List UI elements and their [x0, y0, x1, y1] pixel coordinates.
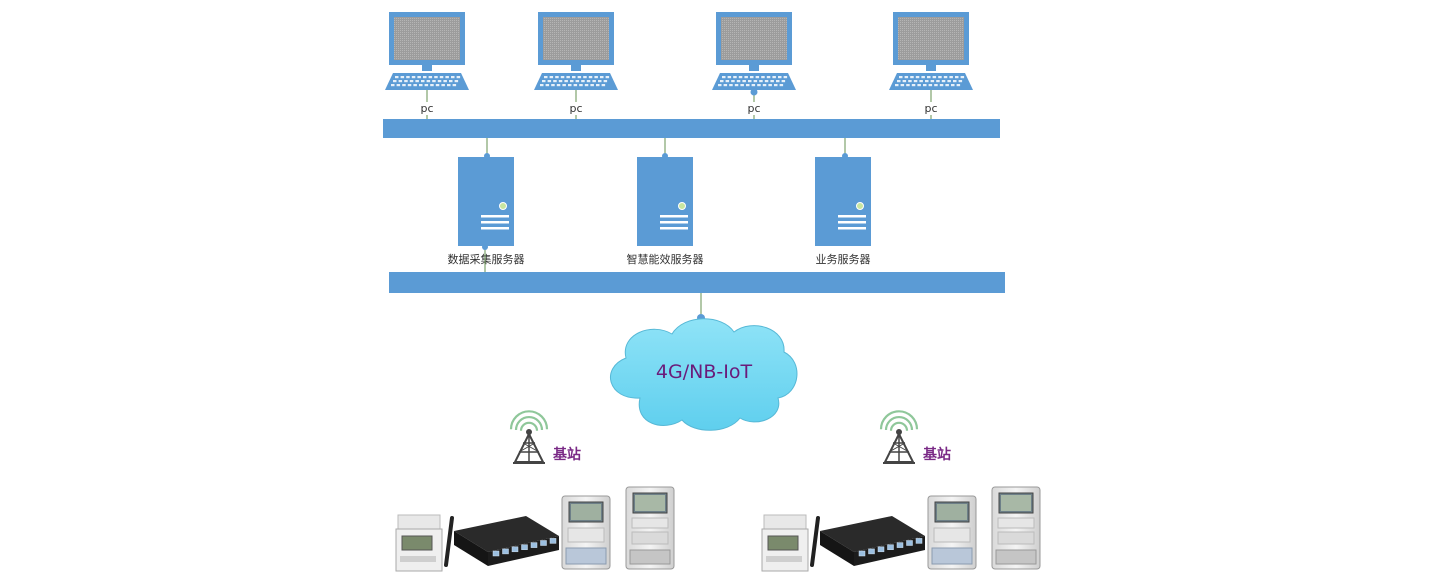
network-label: 4G/NB-IoT — [656, 361, 753, 383]
server-2: 智慧能效服务器 — [627, 157, 704, 266]
cloud-icon: 4G/NB-IoT — [609, 318, 798, 431]
pc-label: pc — [569, 102, 582, 115]
pc-label: pc — [420, 102, 433, 115]
server-icon — [637, 157, 693, 246]
pc-label: pc — [747, 102, 760, 115]
din-rail-meter-icon — [395, 514, 454, 572]
server-icon — [458, 157, 514, 246]
pc-2: pc — [534, 12, 618, 119]
station-label: 基站 — [553, 446, 581, 463]
server-label: 智慧能效服务器 — [627, 252, 704, 266]
device-group-1 — [395, 486, 675, 572]
three-phase-meter-icon — [927, 495, 977, 570]
cell-tower-icon — [879, 410, 919, 464]
pc-3: pc — [712, 12, 796, 119]
server-network-bus — [389, 244, 1005, 293]
concentrator-icon — [454, 516, 559, 566]
station-label: 基站 — [923, 446, 951, 463]
cloud-connector — [697, 293, 705, 322]
pc-4: pc — [889, 12, 973, 119]
server-1: 数据采集服务器 — [448, 157, 525, 266]
server-icon — [815, 157, 871, 246]
pc-network-bus — [383, 119, 1000, 138]
base-station-2: 基站 — [879, 410, 951, 464]
computer-icon — [534, 12, 618, 90]
base-station-1: 基站 — [509, 410, 581, 464]
server-label: 数据采集服务器 — [448, 252, 525, 266]
computer-icon — [712, 12, 796, 90]
three-phase-meter-icon — [561, 495, 611, 570]
concentrator-icon — [820, 516, 925, 566]
computer-icon — [889, 12, 973, 90]
device-group-2 — [761, 486, 1041, 572]
cell-tower-icon — [509, 410, 549, 464]
din-rail-meter-icon — [761, 514, 820, 572]
computer-icon — [385, 12, 469, 90]
server-label: 业务服务器 — [816, 253, 871, 266]
pc-1: pc — [385, 12, 469, 119]
three-phase-meter-icon — [625, 486, 675, 570]
three-phase-meter-icon — [991, 486, 1041, 570]
server-3: 业务服务器 — [815, 157, 871, 266]
pc-label: pc — [924, 102, 937, 115]
